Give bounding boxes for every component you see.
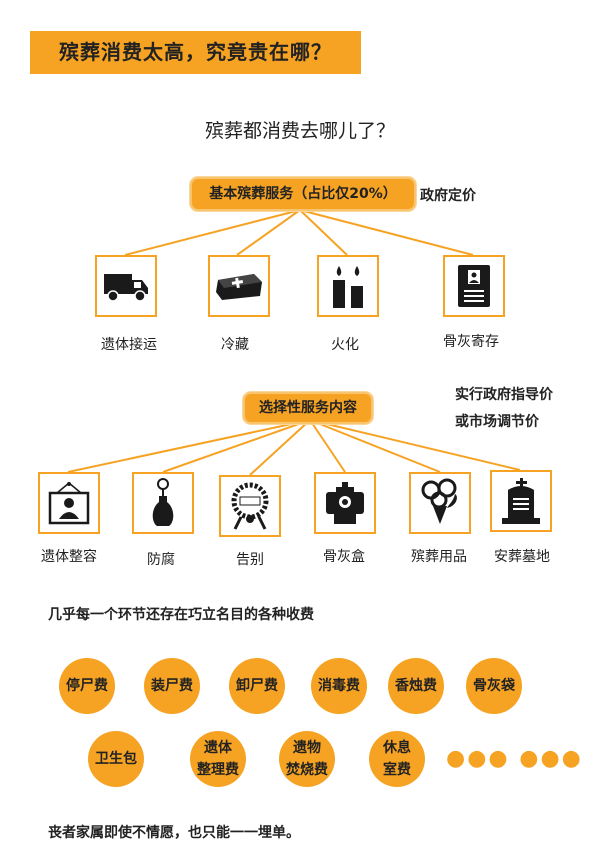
- page-title: 殡葬消费太高，究竟贵在哪？: [30, 31, 361, 74]
- optional-item-label: 告别: [236, 552, 264, 568]
- fee-circle: 停尸费: [59, 658, 115, 714]
- optional-services-pill: 选择性服务内容: [243, 392, 373, 424]
- portrait-frame-icon: [38, 472, 100, 534]
- urn-icon: [314, 472, 376, 534]
- basic-item-label: 骨灰寄存: [443, 334, 499, 350]
- optional-item-label: 防腐: [147, 552, 175, 568]
- wreath-icon: [219, 475, 281, 537]
- vase-icon: [132, 472, 194, 534]
- section-heading: 殡葬都消费去哪儿了？: [204, 120, 395, 142]
- optional-pricing-note-1: 实行政府指导价: [455, 387, 553, 403]
- flower-bouquet-icon: [409, 472, 471, 534]
- optional-item-label: 安葬墓地: [494, 549, 550, 565]
- tombstone-icon: [490, 470, 552, 532]
- fee-circle: 装尸费: [144, 658, 200, 714]
- basic-item-label: 遗体接运: [101, 337, 157, 353]
- basic-services-pill: 基本殡葬服务（占比仅20%）: [190, 177, 416, 211]
- fee-circle: 香烛费: [388, 658, 444, 714]
- fee-circle: 遗物焚烧费: [279, 731, 335, 787]
- optional-item-label: 骨灰盒: [323, 549, 365, 565]
- basic-item-label: 火化: [331, 337, 359, 353]
- hearse-icon: [95, 255, 157, 317]
- optional-pricing-note-2: 或市场调节价: [455, 414, 539, 430]
- fee-circle: 消毒费: [311, 658, 367, 714]
- fee-circle: 卸尸费: [229, 658, 285, 714]
- fee-circle: 卫生包: [88, 731, 144, 787]
- fee-circle: 休息室费: [369, 731, 425, 787]
- memorial-tablet-icon: [443, 255, 505, 317]
- ellipsis-dots: ●●● ●●●: [446, 746, 583, 771]
- coffin-icon: [208, 255, 270, 317]
- footer-text: 丧者家属即使不情愿，也只能一一埋单。: [48, 825, 300, 841]
- optional-item-label: 遗体整容: [41, 549, 97, 565]
- fee-circle: 遗体整理费: [190, 731, 246, 787]
- fee-circle: 骨灰袋: [466, 658, 522, 714]
- optional-item-label: 殡葬用品: [411, 549, 467, 565]
- basic-pricing-note: 政府定价: [420, 188, 476, 204]
- fees-intro: 几乎每一个环节还存在巧立名目的各种收费: [48, 607, 314, 623]
- basic-item-label: 冷藏: [221, 337, 249, 353]
- candles-icon: [317, 255, 379, 317]
